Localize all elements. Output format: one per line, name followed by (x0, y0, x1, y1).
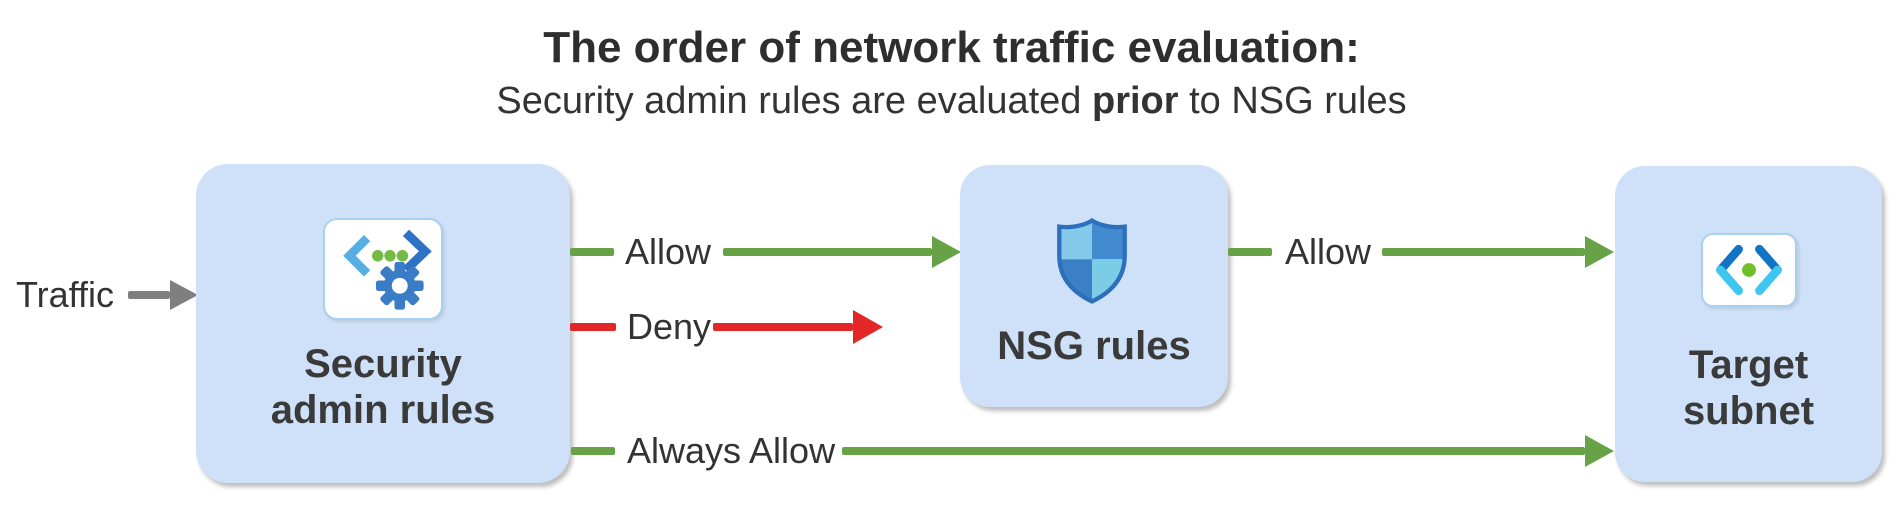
security-admin-rules-label-line2: admin rules (270, 388, 496, 432)
subtitle-post: to NSG rules (1178, 80, 1407, 122)
traffic-arrow-head-icon (170, 280, 198, 310)
code-gear-icon (343, 229, 432, 310)
diagram-subtitle: Security admin rules are evaluated prior… (0, 78, 1903, 124)
allow-to-nsg-label: Allow (625, 231, 712, 272)
always-allow-label: Always Allow (627, 430, 836, 471)
target-subnet-label-line2: subnet (1682, 389, 1815, 433)
allow-to-target-line (1382, 248, 1585, 256)
allow-to-target-line-start (1228, 248, 1272, 256)
allow-to-target-arrow-head-icon (1585, 236, 1614, 268)
always-allow-arrow-head-icon (1585, 435, 1614, 467)
target-subnet-label-line1: Target (1688, 343, 1809, 387)
target-subnet-label: Target subnet (1615, 342, 1882, 434)
target-subnet-node: Target subnet (1615, 166, 1882, 482)
nsg-rules-node: NSG rules (960, 165, 1228, 407)
security-admin-rules-node: Security admin rules (196, 164, 570, 483)
subtitle-pre: Security admin rules are evaluated (496, 80, 1092, 122)
diagram-title: The order of network traffic evaluation: (543, 23, 1360, 72)
deny-arrow-head-icon (853, 310, 883, 344)
nsg-rules-label: NSG rules (997, 324, 1191, 368)
security-admin-icon-tile (323, 218, 443, 320)
nsg-shield-icon (1057, 218, 1127, 304)
deny-line (713, 323, 853, 331)
allow-to-nsg-line (723, 248, 932, 256)
security-admin-rules-label-line1: Security (304, 342, 462, 386)
always-allow-line-start (571, 447, 615, 455)
traffic-arrow-line (128, 291, 170, 299)
allow-to-nsg-line-start (570, 248, 614, 256)
security-admin-rules-label: Security admin rules (196, 341, 570, 433)
allow-to-nsg-arrow-head-icon (932, 236, 961, 268)
deny-label: Deny (627, 306, 712, 347)
allow-to-target-label: Allow (1285, 231, 1372, 272)
traffic-label: Traffic (16, 274, 115, 315)
deny-line-start (570, 323, 616, 331)
always-allow-line (842, 447, 1585, 455)
subtitle-emphasis: prior (1092, 80, 1179, 122)
target-subnet-icon-tile (1701, 233, 1797, 307)
subnet-brackets-icon (1716, 244, 1782, 296)
